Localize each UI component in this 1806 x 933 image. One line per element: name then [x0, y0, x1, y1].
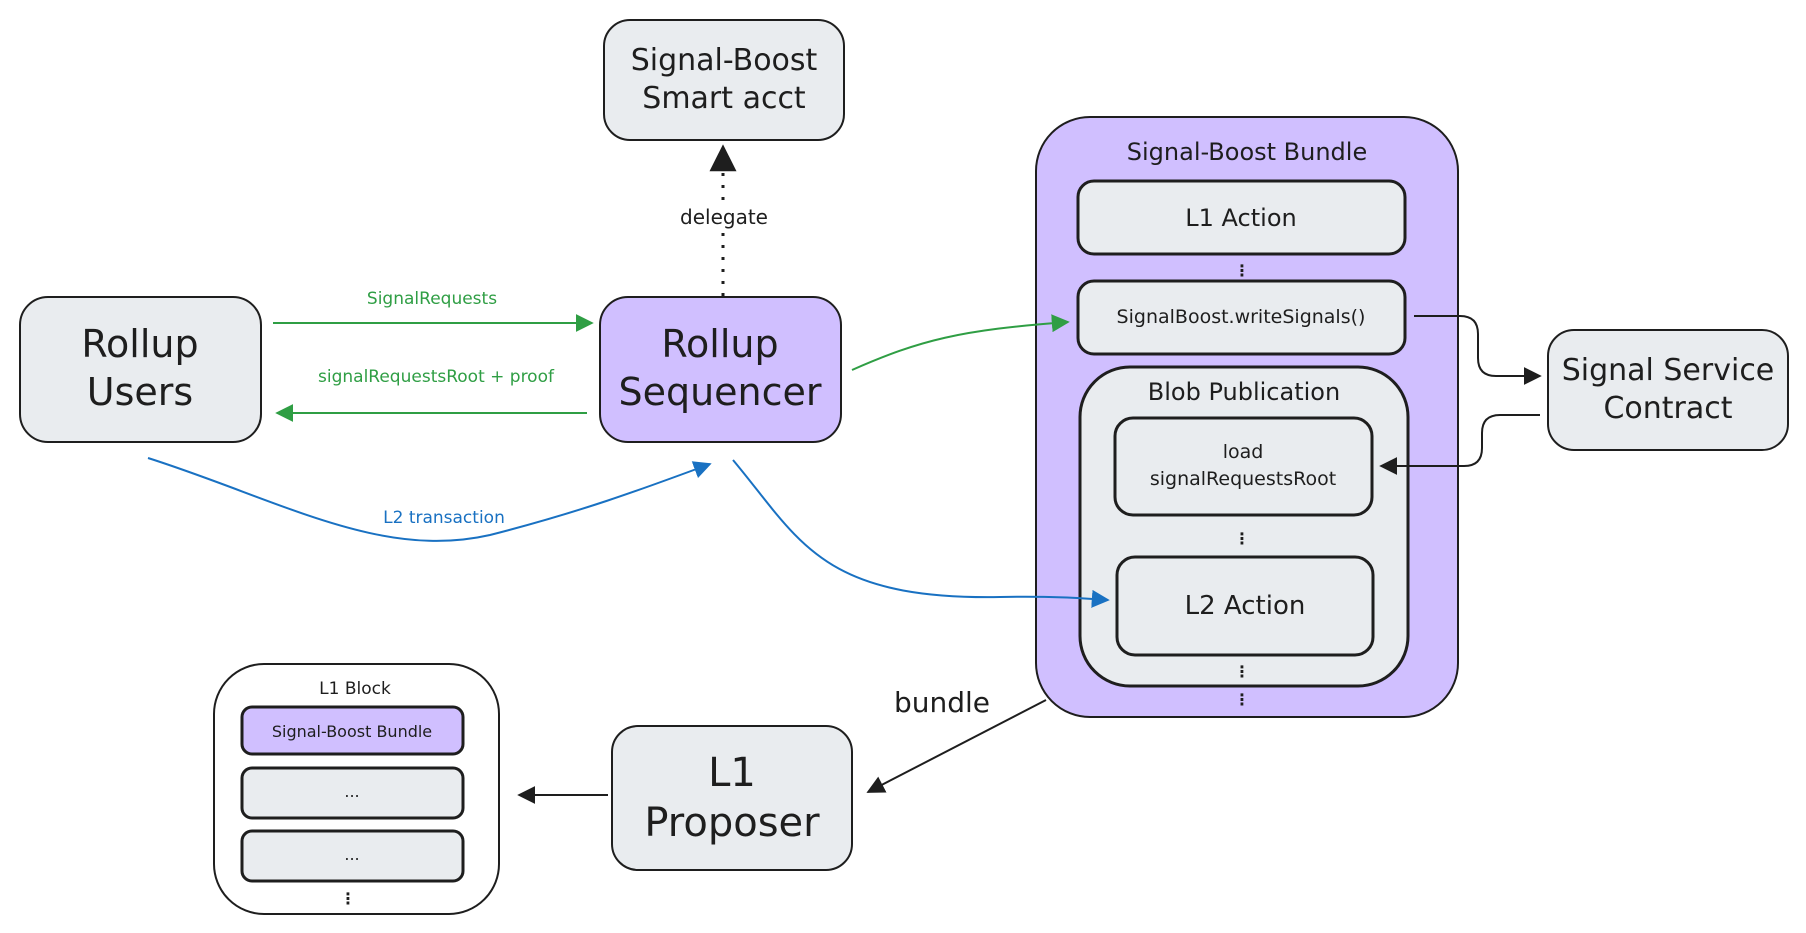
l1-block-item-label: ...	[344, 845, 359, 864]
edge-label-l2-transaction: L2 transaction	[383, 508, 505, 528]
rollup-sequencer-label-line1: Rollup	[661, 322, 778, 366]
edge-label-root-proof: signalRequestsRoot + proof	[318, 367, 555, 387]
dots-marker-5: ⋮	[340, 889, 356, 908]
rollup-sequencer-node: Rollup Sequencer	[599, 296, 842, 443]
l1-proposer-label-line1: L1	[708, 750, 756, 796]
signal-service-label-line2: Contract	[1603, 391, 1732, 426]
edge-l2-transaction: L2 transaction	[147, 457, 712, 542]
rollup-users-label-line1: Rollup	[81, 322, 198, 366]
edge-signal-service-to-load-root	[1379, 414, 1540, 475]
edge-label-delegate: delegate	[680, 205, 768, 229]
signal-boost-bundle-title: Signal-Boost Bundle	[1127, 138, 1367, 166]
l1-block-item: ...	[240, 766, 465, 820]
edge-label-signal-requests: SignalRequests	[367, 289, 497, 309]
rollup-users-label-line2: Users	[87, 370, 193, 414]
signal-service-label-line1: Signal Service	[1562, 353, 1775, 388]
load-root-label-line1: load	[1223, 441, 1264, 463]
smart-acct-label-line1: Signal-Boost	[631, 43, 818, 78]
load-root-label-line2: signalRequestsRoot	[1150, 468, 1336, 490]
write-signals-label: SignalBoost.writeSignals()	[1117, 306, 1366, 328]
rollup-users-node: Rollup Users	[19, 296, 262, 443]
l2-action-node: L2 Action	[1115, 555, 1375, 657]
dots-marker-1: ⋮	[1234, 261, 1250, 280]
l1-block-item: ...	[240, 829, 465, 883]
l1-proposer-node: L1 Proposer	[611, 725, 853, 871]
edge-delegate: delegate	[672, 144, 776, 296]
dots-marker-2: ⋮	[1234, 529, 1250, 548]
smart-acct-node: Signal-Boost Smart acct	[603, 19, 845, 141]
edge-sequencer-to-l2-action	[732, 459, 1110, 608]
l1-action-label: L1 Action	[1185, 204, 1296, 232]
edge-label-bundle: bundle	[894, 686, 990, 719]
l2-action-label: L2 Action	[1185, 591, 1306, 621]
l1-block-item-label: ...	[344, 782, 359, 801]
signal-service-contract-node: Signal Service Contract	[1547, 329, 1789, 451]
dots-marker-3: ⋮	[1234, 662, 1250, 681]
l1-action-node: L1 Action	[1076, 179, 1407, 256]
edge-bundle: bundle	[866, 686, 1047, 793]
dots-marker-4: ⋮	[1234, 690, 1250, 709]
write-signals-node: SignalBoost.writeSignals()	[1076, 279, 1407, 356]
edge-sequencer-to-write-signals	[851, 314, 1070, 371]
edge-write-signals-to-signal-service	[1414, 315, 1542, 385]
l1-block-bundle-item: Signal-Boost Bundle	[240, 705, 465, 756]
load-root-node: load signalRequestsRoot	[1113, 416, 1374, 517]
smart-acct-label-line2: Smart acct	[642, 81, 806, 116]
l1-proposer-label-line2: Proposer	[644, 800, 820, 846]
blob-publication-title: Blob Publication	[1148, 378, 1340, 406]
l1-block-bundle-label: Signal-Boost Bundle	[272, 722, 432, 741]
edge-signal-requests: SignalRequests	[273, 289, 594, 332]
rollup-sequencer-label-line2: Sequencer	[618, 370, 821, 414]
l1-block-title: L1 Block	[319, 679, 391, 699]
edge-root-proof: signalRequestsRoot + proof	[275, 367, 587, 422]
